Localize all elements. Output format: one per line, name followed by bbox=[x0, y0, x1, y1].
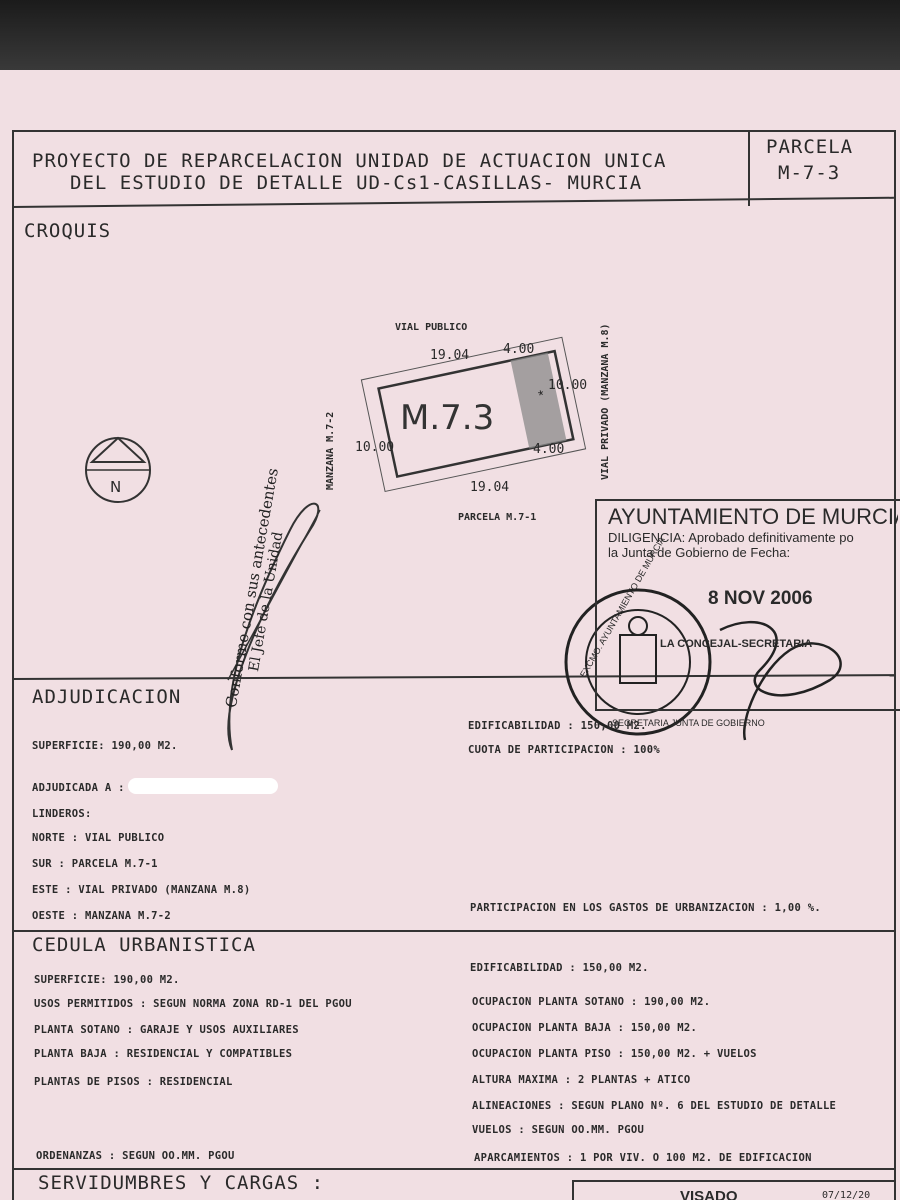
altura-maxima: ALTURA MAXIMA : 2 PLANTAS + ATICO bbox=[472, 1074, 691, 1086]
servidumbres-heading: SERVIDUMBRES Y CARGAS : bbox=[38, 1172, 325, 1194]
parcel-outline bbox=[377, 349, 575, 479]
dimension-strip-top: 4.00 bbox=[503, 342, 535, 357]
visado-label: VISADO bbox=[680, 1188, 738, 1200]
svg-text:*: * bbox=[537, 386, 546, 403]
stamp-date: 8 NOV 2006 bbox=[708, 588, 813, 609]
visado-box bbox=[572, 1180, 896, 1200]
aparcamientos: APARCAMIENTOS : 1 POR VIV. O 100 M2. DE … bbox=[474, 1152, 812, 1164]
ocupacion-piso: OCUPACION PLANTA PISO : 150,00 M2. + VUE… bbox=[472, 1048, 757, 1060]
document-frame bbox=[12, 130, 896, 1200]
cedula-edificabilidad: EDIFICABILIDAD : 150,00 M2. bbox=[470, 962, 649, 974]
dimension-top: 19.04 bbox=[430, 348, 470, 363]
adjudicada-label: ADJUDICADA A : bbox=[32, 782, 125, 794]
adjudicacion-divider bbox=[12, 930, 894, 932]
vuelos: VUELOS : SEGUN OO.MM. PGOU bbox=[472, 1124, 645, 1136]
cedula-baja: PLANTA BAJA : RESIDENCIAL Y COMPATIBLES bbox=[34, 1048, 293, 1060]
label-parcela-south: PARCELA M.7-1 bbox=[458, 512, 537, 523]
adjudicacion-edificabilidad: EDIFICABILIDAD : 150,00 M2. bbox=[468, 720, 647, 732]
croquis-drawing: * bbox=[85, 336, 900, 751]
label-vial-publico: VIAL PUBLICO bbox=[395, 322, 468, 333]
ocupacion-sotano: OCUPACION PLANTA SOTANO : 190,00 M2. bbox=[472, 996, 711, 1008]
cedula-sotano: PLANTA SOTANO : GARAJE Y USOS AUXILIARES bbox=[34, 1024, 299, 1036]
dimension-left: 10.00 bbox=[355, 440, 395, 455]
municipal-seal-icon bbox=[564, 588, 712, 736]
cedula-usos: USOS PERMITIDOS : SEGUN NORMA ZONA RD-1 … bbox=[34, 998, 352, 1010]
dimension-right: 10.00 bbox=[548, 378, 588, 393]
signature-scribble bbox=[719, 621, 842, 741]
signature-loop bbox=[227, 502, 320, 751]
adjudicacion-cuota: CUOTA DE PARTICIPACION : 100% bbox=[468, 744, 661, 756]
scan-top-border bbox=[0, 0, 900, 72]
adjudicacion-superficie: SUPERFICIE: 190,00 M2. bbox=[32, 740, 178, 752]
stamp-title: AYUNTAMIENTO DE MURCIA bbox=[608, 504, 898, 529]
alineaciones: ALINEACIONES : SEGUN PLANO Nº. 6 DEL EST… bbox=[472, 1100, 837, 1112]
cedula-pisos: PLANTAS DE PISOS : RESIDENCIAL bbox=[34, 1076, 233, 1088]
document-title-line2: DEL ESTUDIO DE DETALLE UD-Cs1-CASILLAS- … bbox=[70, 172, 643, 194]
parcela-id: M-7-3 bbox=[778, 162, 841, 184]
plot-label: M.7.3 bbox=[400, 398, 495, 438]
document-sheet: PROYECTO DE REPARCELACION UNIDAD DE ACTU… bbox=[0, 70, 900, 1200]
ocupacion-baja: OCUPACION PLANTA BAJA : 150,00 M2. bbox=[472, 1022, 698, 1034]
document-title-line1: PROYECTO DE REPARCELACION UNIDAD DE ACTU… bbox=[32, 150, 667, 172]
parcel-plot: * bbox=[360, 336, 587, 493]
croquis-heading: CROQUIS bbox=[24, 220, 112, 242]
parcel-strip-hatched bbox=[510, 352, 567, 449]
lindero-norte: NORTE : VIAL PUBLICO bbox=[32, 832, 165, 844]
stamp-secretaria: LA CONCEJAL-SECRETARIA bbox=[660, 638, 813, 650]
linderos-label: LINDEROS: bbox=[32, 808, 92, 820]
stamp-diligencia: DILIGENCIA: Aprobado definitivamente po bbox=[608, 530, 854, 545]
lindero-este: ESTE : VIAL PRIVADO (MANZANA M.8) bbox=[32, 884, 251, 896]
cedula-ordenanzas: ORDENANZAS : SEGUN OO.MM. PGOU bbox=[36, 1150, 235, 1162]
visado-date: 07/12/20 bbox=[822, 1190, 871, 1200]
parcela-divider bbox=[748, 130, 750, 206]
parcel-dimension-box bbox=[360, 336, 587, 493]
participacion-gastos: PARTICIPACION EN LOS GASTOS DE URBANIZAC… bbox=[470, 902, 821, 914]
cedula-heading: CEDULA URBANISTICA bbox=[32, 934, 256, 956]
adjudicacion-heading: ADJUDICACION bbox=[32, 686, 182, 708]
north-label: N bbox=[110, 478, 122, 496]
cedula-superficie: SUPERFICIE: 190,00 M2. bbox=[34, 974, 180, 986]
lindero-oeste: OESTE : MANZANA M.7-2 bbox=[32, 910, 172, 922]
stamp-junta: la Junta de Gobierno de Fecha: bbox=[608, 545, 791, 560]
cedula-divider bbox=[12, 1168, 894, 1170]
lindero-sur: SUR : PARCELA M.7-1 bbox=[32, 858, 158, 870]
stamp-box bbox=[595, 499, 900, 711]
dimension-bottom: 19.04 bbox=[470, 480, 510, 495]
redacted-owner bbox=[128, 778, 278, 794]
seal-inner-text: SECRETARIA JUNTA DE GOBIERNO bbox=[612, 718, 765, 728]
label-manzana-west: MANZANA M.7-2 bbox=[325, 411, 336, 490]
north-arrow-icon bbox=[85, 436, 151, 503]
label-vial-privado: VIAL PRIVADO (MANZANA M.8) bbox=[600, 323, 611, 480]
frame-top-line bbox=[12, 130, 894, 132]
dimension-strip-bottom: 4.00 bbox=[533, 442, 565, 457]
parcela-label: PARCELA bbox=[766, 136, 854, 158]
